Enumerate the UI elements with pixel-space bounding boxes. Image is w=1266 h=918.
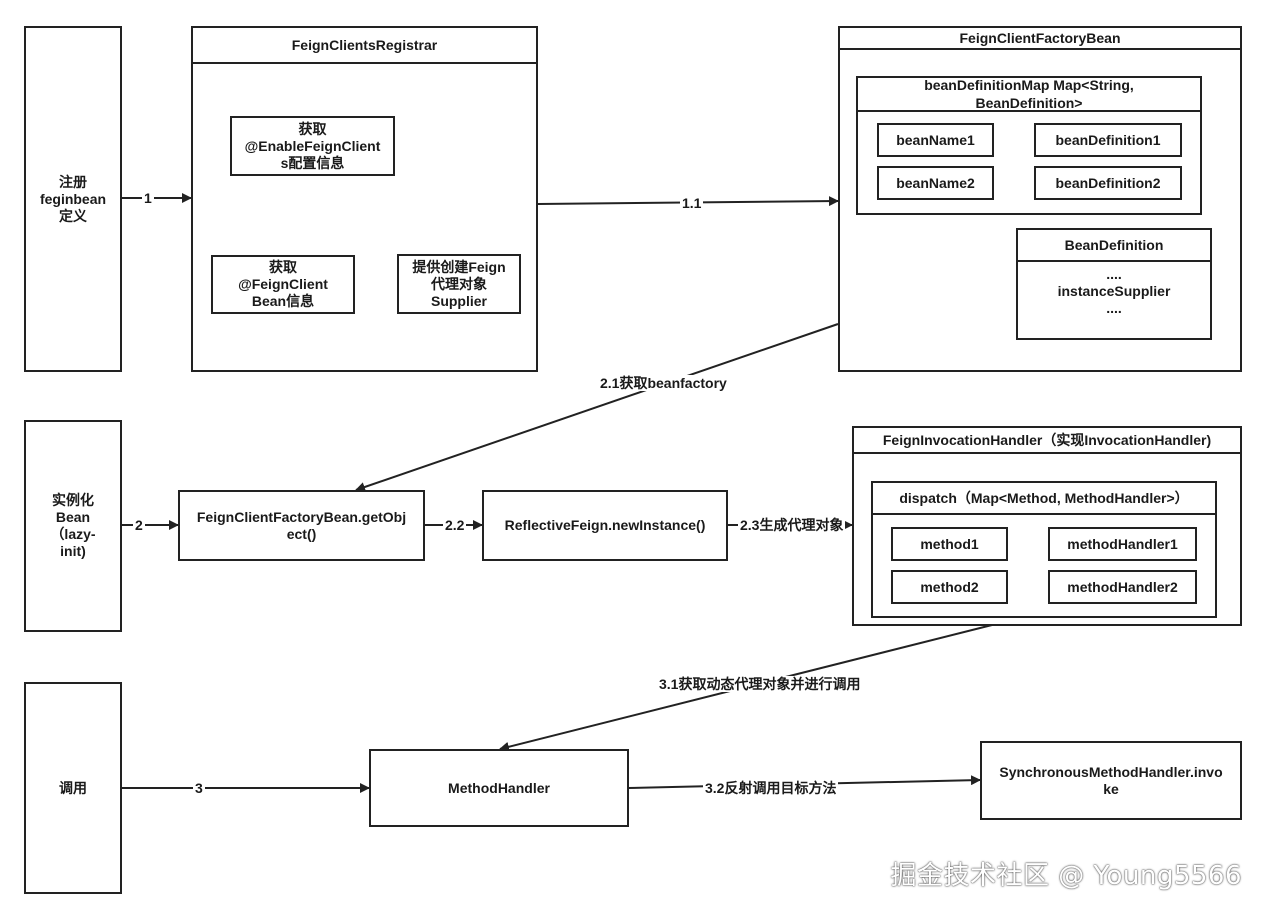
bean-definition-class-title-text: BeanDefinition	[1064, 237, 1164, 253]
edge-label-3-1: 3.1获取动态代理对象并进行调用	[657, 676, 863, 692]
edge-label-2-1: 2.1获取beanfactory	[598, 375, 729, 391]
method-handler-2-text: methodHandler2	[1067, 578, 1178, 595]
edge-label-2-3: 2.3生成代理对象	[738, 517, 846, 533]
registrar-title-text: FeignClientsRegistrar	[291, 37, 438, 53]
registrar-container	[191, 26, 538, 372]
method-handler-text: MethodHandler	[448, 779, 550, 796]
lane-register: 注册 feginbean 定义	[24, 26, 122, 372]
lane-instantiate-label: 实例化 Bean （lazy- init)	[50, 492, 96, 559]
factory-bean-title-text: FeignClientFactoryBean	[959, 30, 1121, 46]
edge-label-1: 1	[142, 190, 154, 206]
lane-instantiate: 实例化 Bean （lazy- init)	[24, 420, 122, 632]
get-enable-feign-clients-box: 获取 @EnableFeignClient s配置信息	[230, 116, 395, 176]
watermark: 掘金技术社区 @ Young5566	[890, 861, 1242, 891]
invocation-handler-title: FeignInvocationHandler（实现InvocationHandl…	[852, 426, 1242, 454]
get-feign-client-text: 获取 @FeignClient Bean信息	[238, 259, 328, 309]
edge-label-3: 3	[193, 780, 205, 796]
lane-invoke-label: 调用	[59, 779, 87, 796]
get-feign-client-box: 获取 @FeignClient Bean信息	[211, 255, 355, 314]
bean-definition-1: beanDefinition1	[1034, 123, 1182, 157]
dispatch-title: dispatch（Map<Method, MethodHandler>）	[871, 481, 1217, 515]
lane-invoke: 调用	[24, 682, 122, 894]
supplier-text: 提供创建Feign 代理对象 Supplier	[412, 258, 506, 309]
method-2-text: method2	[920, 578, 979, 595]
bean-definition-1-text: beanDefinition1	[1055, 131, 1161, 148]
bean-definition-2-text: beanDefinition2	[1055, 174, 1161, 191]
supplier-box: 提供创建Feign 代理对象 Supplier	[397, 254, 521, 314]
bean-name-1-text: beanName1	[896, 131, 975, 148]
edge-label-3-2: 3.2反射调用目标方法	[703, 780, 839, 796]
get-object-box: FeignClientFactoryBean.getObj ect()	[178, 490, 425, 561]
method-1: method1	[891, 527, 1008, 561]
invocation-handler-title-text: FeignInvocationHandler（实现InvocationHandl…	[882, 432, 1212, 448]
bean-definition-class-body-text: .... instanceSupplier ....	[1057, 265, 1171, 316]
dispatch-title-text: dispatch（Map<Method, MethodHandler>）	[899, 490, 1189, 506]
sync-method-handler-text: SynchronousMethodHandler.invo ke	[999, 763, 1223, 797]
method-handler-box: MethodHandler	[369, 749, 629, 827]
method-handler-1-text: methodHandler1	[1067, 535, 1178, 552]
method-1-text: method1	[920, 535, 979, 552]
registrar-title: FeignClientsRegistrar	[191, 26, 538, 64]
new-instance-box: ReflectiveFeign.newInstance()	[482, 490, 728, 561]
bean-definition-2: beanDefinition2	[1034, 166, 1182, 200]
bean-name-1: beanName1	[877, 123, 994, 157]
edge-2-1	[355, 323, 839, 492]
bean-name-2: beanName2	[877, 166, 994, 200]
bean-name-2-text: beanName2	[896, 174, 975, 191]
method-handler-1: methodHandler1	[1048, 527, 1197, 561]
edge-label-1-1: 1.1	[680, 195, 704, 211]
edge-label-2-2: 2.2	[443, 517, 467, 533]
lane-register-label: 注册 feginbean 定义	[39, 173, 107, 224]
bean-definition-class-body: .... instanceSupplier ....	[1016, 262, 1212, 320]
method-2: method2	[891, 570, 1008, 604]
factory-bean-title: FeignClientFactoryBean	[838, 26, 1242, 50]
sync-method-handler-box: SynchronousMethodHandler.invo ke	[980, 741, 1242, 820]
get-object-text: FeignClientFactoryBean.getObj ect()	[196, 508, 407, 542]
get-enable-feign-clients-text: 获取 @EnableFeignClient s配置信息	[244, 120, 381, 171]
edge-label-2: 2	[133, 517, 145, 533]
bean-definition-class-title: BeanDefinition	[1016, 228, 1212, 262]
method-handler-2: methodHandler2	[1048, 570, 1197, 604]
bean-definition-map-title: beanDefinitionMap Map<String, BeanDefini…	[856, 76, 1202, 112]
bean-definition-map-title-text: beanDefinitionMap Map<String, BeanDefini…	[924, 77, 1134, 111]
new-instance-text: ReflectiveFeign.newInstance()	[504, 517, 706, 533]
